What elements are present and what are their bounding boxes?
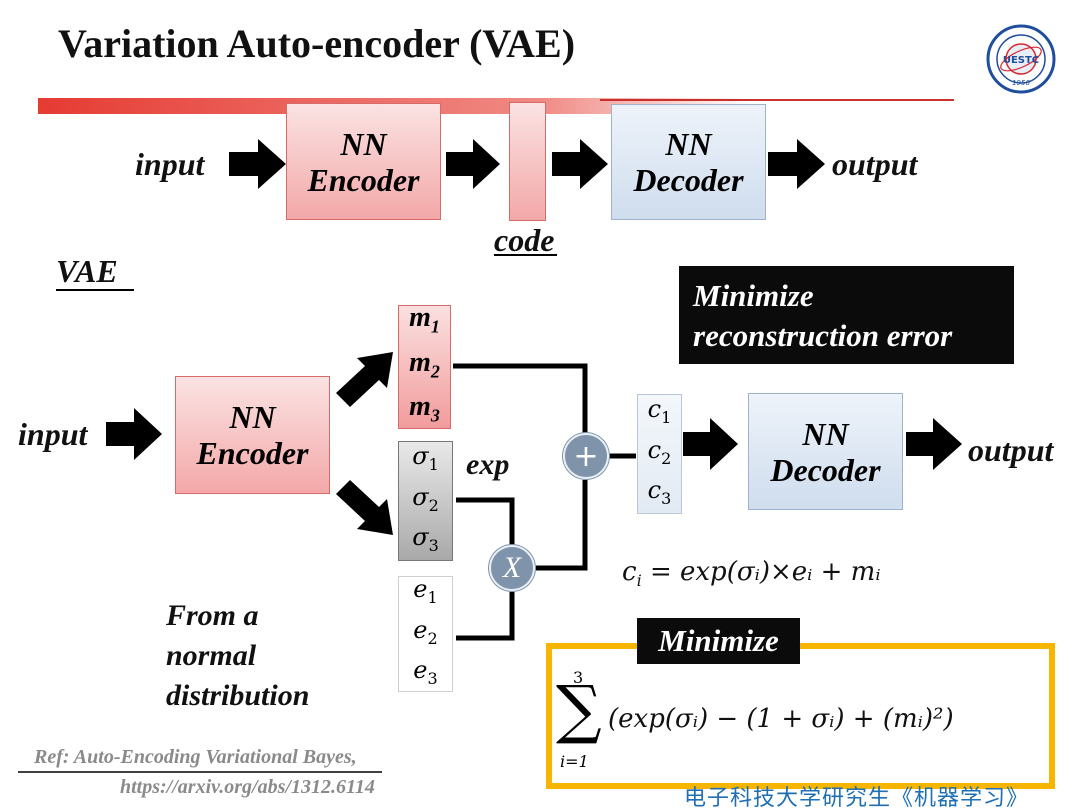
recon-error-box: Minimize reconstruction error (679, 266, 1014, 364)
code-vector-c: c1 c2 c3 (637, 394, 682, 514)
course-footer: 电子科技大学研究生《机器学习》 (684, 786, 1030, 811)
vae-output-label: output (968, 432, 1054, 468)
reference-line1: Ref: Auto-Encoding Variational Bayes, (34, 746, 357, 768)
vae-input-label: input (18, 416, 88, 452)
top-decoder-line2: Decoder (633, 162, 744, 198)
arrow-c-to-decoder (683, 418, 738, 470)
line-e-to-x (456, 592, 515, 641)
arrow-input-to-vae-encoder (106, 408, 162, 460)
kl-term-box (546, 643, 1055, 789)
mean-vector: m1 m2 m3 (398, 302, 451, 429)
arrow-encoder-to-code (446, 139, 500, 189)
university-logo: UESTC 1956 (986, 24, 1056, 94)
eq-rhs: = exp(σᵢ)×eᵢ + mᵢ (641, 557, 881, 587)
code-box (509, 102, 546, 221)
eq-lhs: c (622, 557, 637, 587)
reference-link[interactable]: https://arxiv.org/abs/1312.6114 (120, 776, 375, 798)
recon-line1: Minimize (693, 278, 814, 313)
noise-e2: e2 (413, 615, 438, 648)
line-m-to-plus (453, 363, 588, 433)
sum-lower: i=1 (560, 752, 589, 771)
arrow-code-to-decoder (552, 139, 608, 189)
sum-upper: 3 (573, 668, 584, 687)
logo-seal-icon: UESTC 1956 (986, 24, 1056, 94)
code-c3: c3 (647, 476, 672, 509)
page-title: Variation Auto-encoder (VAE) (58, 21, 576, 66)
vae-decoder-line2: Decoder (770, 451, 881, 488)
normal-line1: From a (166, 599, 259, 632)
sum-symbol: ∑ (556, 673, 602, 747)
vae-decoder-line1: NN (802, 415, 849, 452)
top-decoder-line1: NN (665, 126, 712, 162)
vae-encoder-line1: NN (229, 399, 276, 435)
mean-m3: m3 (409, 391, 440, 426)
sigma-2: σ2 (412, 482, 439, 515)
top-input-label: input (135, 146, 205, 182)
top-nn-encoder-box: NN Encoder (286, 103, 441, 220)
normal-line2: normal (166, 639, 257, 672)
line-x-to-plus (536, 480, 588, 571)
recon-line2: reconstruction error (693, 318, 953, 353)
logo-text: UESTC (1003, 55, 1039, 66)
header-rule-thin (600, 99, 954, 101)
sigma-vector: σ1 σ2 σ3 (398, 441, 453, 561)
mean-m2: m2 (409, 346, 440, 382)
normal-line3: distribution (166, 679, 310, 712)
noise-e3: e3 (413, 656, 438, 689)
kl-expression: (exp(σᵢ) − (1 + σᵢ) + (mᵢ)²) (608, 704, 954, 734)
line-sigma-to-x (456, 497, 515, 546)
plus-operator: + (563, 433, 609, 479)
reparam-equation: ci = exp(σᵢ)×eᵢ + mᵢ (622, 557, 881, 590)
arrow-encoder-to-sigma (336, 480, 393, 535)
noise-e1: e1 (413, 574, 438, 607)
logo-year: 1956 (1012, 79, 1030, 87)
vae-heading: VAE (56, 253, 118, 289)
sigma-3: σ3 (412, 523, 439, 556)
code-c2: c2 (647, 435, 672, 468)
arrow-decoder-to-vae-output (906, 418, 962, 470)
minimize-tag: Minimize (637, 618, 800, 664)
multiply-operator: X (489, 545, 535, 591)
code-label: code (494, 222, 555, 258)
arrow-encoder-to-m (336, 352, 393, 407)
vae-nn-encoder-box: NN Encoder (175, 376, 330, 494)
noise-vector: e1 e2 e3 (398, 574, 453, 692)
code-c1: c1 (647, 394, 672, 427)
top-encoder-line2: Encoder (307, 161, 420, 198)
top-encoder-line1: NN (340, 125, 387, 162)
vae-encoder-line2: Encoder (196, 435, 309, 471)
eq-lhs-sub: i (636, 571, 642, 591)
arrow-decoder-to-output (768, 139, 825, 189)
exp-label: exp (466, 448, 510, 481)
top-output-label: output (832, 146, 918, 182)
sigma-1: σ1 (412, 441, 439, 474)
top-nn-decoder-box: NN Decoder (611, 104, 766, 220)
mean-m1: m1 (409, 302, 440, 337)
normal-distribution-label: From a normal distribution (166, 596, 309, 716)
arrow-input-to-encoder (229, 139, 286, 189)
vae-nn-decoder-box: NN Decoder (748, 393, 903, 510)
